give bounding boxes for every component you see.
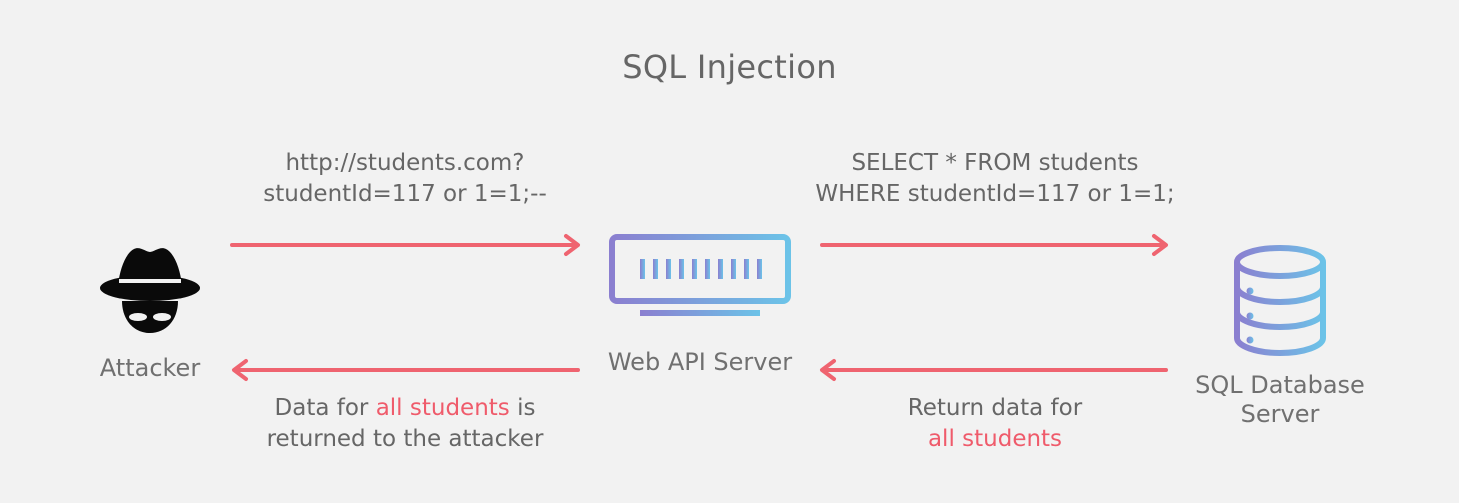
return-to-attacker-line2: returned to the attacker: [266, 426, 544, 452]
attacker-label: Attacker: [99, 354, 201, 382]
database-label-line1: SQL Database: [1195, 371, 1365, 399]
return-to-attacker-highlight: all students: [375, 395, 510, 421]
database-lights: [1246, 287, 1254, 344]
arrow-attacker-to-server: [230, 234, 580, 256]
sql-query-line1: SELECT * FROM students: [851, 150, 1139, 176]
return-to-server-line1: Return data for: [907, 395, 1083, 421]
request-url-message: http://students.com? studentId=117 or 1=…: [235, 148, 575, 210]
request-url-line1: http://students.com?: [285, 150, 525, 176]
sql-query-line2: WHERE studentId=117 or 1=1;: [815, 181, 1175, 207]
arrow-server-to-database: [820, 234, 1168, 256]
database-label: SQL Database Server: [1180, 371, 1380, 429]
return-to-attacker-suffix: is: [509, 395, 536, 421]
web-server-label: Web API Server: [607, 348, 793, 376]
return-to-server-highlight: all students: [927, 426, 1063, 452]
return-to-attacker-message: Data for all students is returned to the…: [235, 393, 575, 455]
return-to-attacker-prefix: Data for: [274, 395, 376, 421]
diagram-title: SQL Injection: [622, 48, 837, 86]
server-icon: [609, 234, 791, 316]
request-url-line2: studentId=117 or 1=1;--: [263, 181, 547, 207]
return-to-attacker-line1: Data for all students is: [235, 393, 575, 424]
sql-query-message: SELECT * FROM students WHERE studentId=1…: [810, 148, 1180, 210]
arrow-database-to-server: [820, 359, 1168, 381]
arrow-server-to-attacker: [232, 359, 580, 381]
spy-icon: [100, 248, 200, 333]
database-icon: [1234, 245, 1326, 357]
database-label-line2: Server: [1240, 400, 1320, 428]
return-to-server-message: Return data for all students: [845, 393, 1145, 455]
